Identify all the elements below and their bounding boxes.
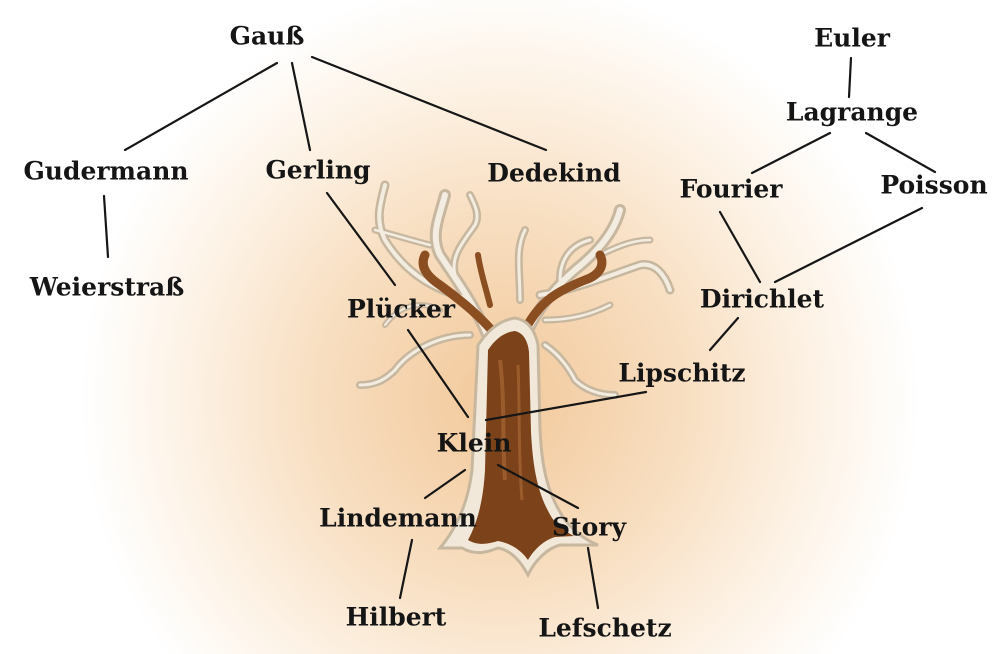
edge-gauss-gudermann (123, 61, 279, 152)
node-pluecker: Plücker (347, 295, 456, 324)
edge-lindemann-hilbert (398, 538, 414, 600)
edge-gudermann-weierstrass (102, 194, 110, 259)
node-gudermann: Gudermann (23, 157, 188, 186)
edge-klein-story (496, 463, 580, 510)
edge-dirichlet-lipschitz (708, 316, 740, 352)
edge-gauss-gerling (290, 61, 312, 152)
edges (102, 55, 937, 610)
node-euler: Euler (814, 24, 891, 53)
edge-gerling-pluecker (325, 191, 397, 287)
node-fourier: Fourier (680, 175, 784, 204)
edge-pluecker-klein (406, 328, 470, 419)
node-lipschitz: Lipschitz (618, 359, 745, 388)
node-weierstrass: Weierstraß (29, 273, 185, 302)
node-lindemann: Lindemann (319, 504, 477, 533)
node-story: Story (552, 513, 627, 542)
edge-lagrange-fourier (750, 131, 832, 175)
node-gerling: Gerling (265, 156, 370, 185)
edge-lipschitz-klein (484, 390, 648, 422)
node-lefschetz: Lefschetz (538, 614, 671, 643)
edge-gauss-dedekind (310, 55, 548, 152)
edge-fourier-dirichlet (718, 210, 762, 284)
node-poisson: Poisson (880, 171, 987, 200)
edge-story-lefschetz (586, 546, 600, 610)
node-dirichlet: Dirichlet (700, 285, 825, 314)
tree-trunk (436, 316, 599, 579)
node-hilbert: Hilbert (346, 603, 447, 632)
node-lagrange: Lagrange (786, 98, 918, 127)
nodes: Gauß Euler Lagrange Gudermann Gerling De… (23, 22, 987, 643)
tree-illustration (356, 180, 675, 579)
tree-limbs-dark (418, 250, 607, 345)
edge-euler-lagrange (847, 56, 853, 99)
edge-poisson-dirichlet (773, 206, 924, 284)
edge-klein-lindemann (423, 468, 467, 500)
node-dedekind: Dedekind (487, 159, 620, 188)
edge-lagrange-poisson (864, 131, 937, 174)
node-gauss: Gauß (230, 22, 305, 51)
node-klein: Klein (437, 429, 512, 458)
